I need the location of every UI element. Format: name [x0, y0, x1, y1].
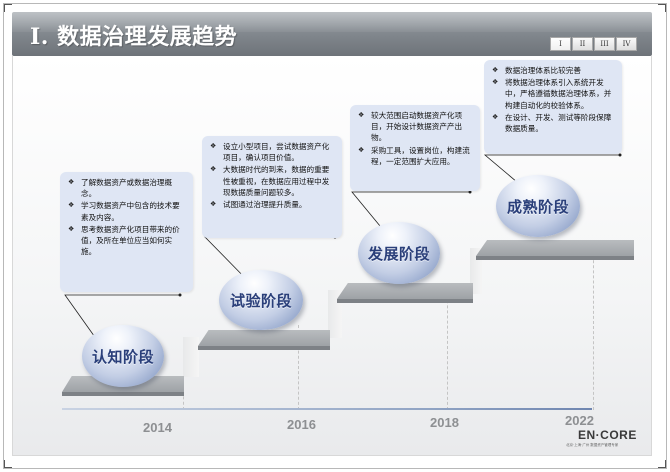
page-title: I. 数据治理发展趋势: [30, 24, 238, 50]
guide-line: [593, 245, 594, 410]
callout-bullet: 较大范围启动数据资产化项目，开始设计数据资产产出物。: [358, 110, 474, 144]
callout-trial: 设立小型项目，尝试数据资产化项目，确认项目价值。 大数据时代的到来，数据的重要性…: [202, 136, 342, 238]
corner-mark: [4, 4, 12, 12]
corner-mark: [658, 4, 666, 12]
year-label-2018: 2018: [430, 415, 459, 430]
callout-bullet: 试图通过治理提升质量。: [210, 199, 336, 210]
callout-bullet: 了解数据资产或数据治理概念。: [68, 177, 187, 199]
callout-bullet: 大数据时代的到来，数据的重要性被重视，在数据应用过程中发现数据质量问题较多。: [210, 164, 336, 198]
section-nav: I II III IV: [550, 37, 637, 51]
callout-development: 较大范围启动数据资产化项目，开始设计数据资产产出物。 采购工具，设置岗位，构建流…: [350, 105, 480, 191]
nav-tab-2[interactable]: II: [572, 37, 593, 51]
callout-bullet: 设立小型项目，尝试数据资产化项目，确认项目价值。: [210, 141, 336, 163]
stair-step-3: [337, 283, 473, 299]
corner-mark: [4, 460, 12, 468]
timeline-axis: [62, 408, 592, 410]
stair-step-2: [198, 330, 330, 346]
header-shine: [12, 12, 652, 33]
corner-mark: [658, 460, 666, 468]
stair-shadow: [337, 299, 473, 303]
callout-bullet: 采购工具，设置岗位，构建流程，一定范围扩大应用。: [358, 145, 474, 167]
callout-bullet: 学习数据资产中包含的技术要素及内容。: [68, 200, 187, 222]
year-label-2022: 2022: [565, 413, 594, 428]
stair-step-4: [476, 240, 634, 256]
guide-line: [298, 325, 299, 410]
stage-label: 认知阶段: [91, 347, 154, 366]
nav-tab-1[interactable]: I: [550, 37, 571, 51]
stair-shadow: [62, 392, 184, 396]
year-label-2016: 2016: [287, 417, 316, 432]
brand-logo: EN·CORE: [578, 428, 637, 442]
stair-shadow: [476, 256, 634, 260]
stage-label: 试验阶段: [229, 291, 292, 310]
stage-sphere-trial[interactable]: 试验阶段: [219, 270, 303, 330]
callout-bullet: 在设计、开发、测试等阶段保障数据质量。: [492, 112, 616, 134]
callout-cognition: 了解数据资产或数据治理概念。 学习数据资产中包含的技术要素及内容。 思考数据资产…: [60, 172, 193, 292]
nav-tab-3[interactable]: III: [594, 37, 615, 51]
callout-bullet: 思考数据资产化项目带来的价值，及所在单位应当如何实施。: [68, 224, 187, 258]
stage-sphere-cognition[interactable]: 认知阶段: [82, 325, 164, 387]
header-bar: I. 数据治理发展趋势: [12, 12, 652, 56]
year-label-2014: 2014: [143, 420, 172, 435]
callout-bullet: 将数据治理体系引入系统开发中，严格遵循数据治理体系，并构建自动化的校验体系。: [492, 77, 616, 111]
callout-maturity: 数据治理体系比较完善 将数据治理体系引入系统开发中，严格遵循数据治理体系，并构建…: [484, 60, 622, 154]
stage-sphere-development[interactable]: 发展阶段: [358, 222, 440, 284]
callout-bullet: 数据治理体系比较完善: [492, 65, 616, 76]
stage-label: 发展阶段: [367, 244, 430, 263]
stair-riser: [183, 337, 199, 377]
brand-tagline: 北京·上海·广州 数据资产管理专家: [566, 443, 619, 447]
guide-line: [447, 285, 448, 410]
stage-label: 成熟阶段: [506, 197, 569, 216]
nav-tab-4[interactable]: IV: [616, 37, 637, 51]
stage-sphere-maturity[interactable]: 成熟阶段: [496, 175, 580, 237]
stair-shadow: [198, 346, 330, 350]
